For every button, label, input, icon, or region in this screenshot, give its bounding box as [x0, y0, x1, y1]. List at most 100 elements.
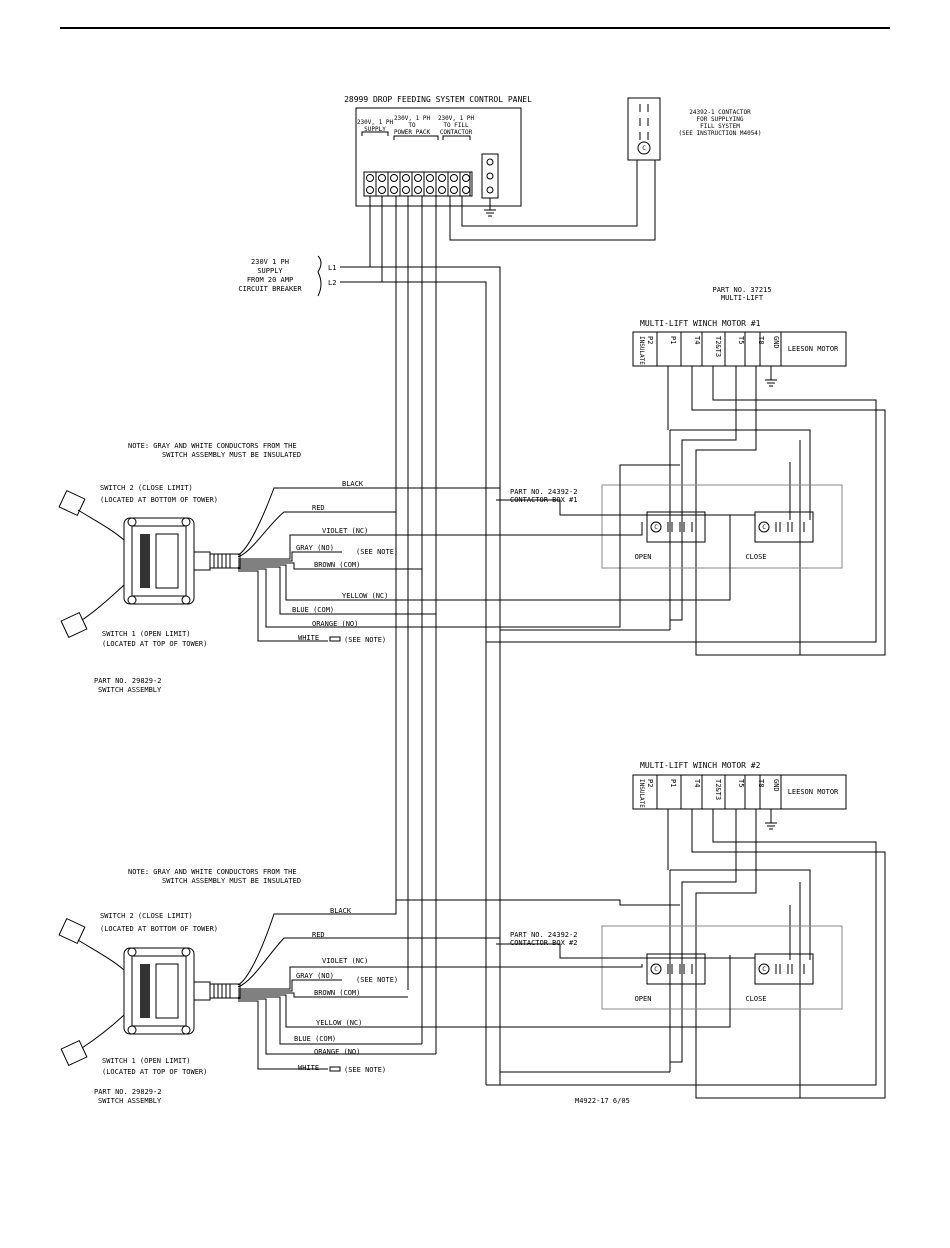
svg-text:SWITCH ASSEMBLY: SWITCH ASSEMBLY [98, 1097, 162, 1105]
terminal-screw-icon [414, 174, 422, 182]
terminal-screw-icon [366, 174, 374, 182]
panel-terminal [459, 171, 473, 197]
svg-text:(LOCATED AT TOP OF TOWER): (LOCATED AT TOP OF TOWER) [102, 1068, 207, 1076]
motor1-title: MULTI-LIFT WINCH MOTOR #1 [640, 319, 761, 328]
motor-terminal-label: P2 [646, 779, 654, 787]
motor-terminal-label: T5 [737, 779, 745, 787]
svg-text:230V, 1 PH: 230V, 1 PH [394, 115, 431, 122]
switch-assembly-1-wires [237, 464, 755, 642]
control-panel: 28999 DROP FEEDING SYSTEM CONTROL PANEL … [344, 95, 532, 217]
terminal-screw-icon [426, 186, 434, 194]
terminal-screw-icon [366, 186, 374, 194]
terminal-screw-icon [450, 174, 458, 182]
open-label-1: OPEN [635, 553, 652, 561]
terminal-screw-icon [426, 174, 434, 182]
switch-2b-icon [58, 917, 86, 945]
open-contactor-coil-icon [650, 521, 662, 533]
motor-terminal-label: T4 [693, 336, 701, 344]
motor1-wiring [486, 366, 886, 656]
svg-text:SWITCH 1 (OPEN LIMIT): SWITCH 1 (OPEN LIMIT) [102, 630, 191, 638]
panel-terminal [411, 171, 425, 197]
ground-symbol [484, 198, 496, 217]
wire-fill-contactor-1 [449, 160, 656, 241]
wire-l1 [340, 266, 501, 1085]
switch-assembly-2-wires [237, 899, 755, 1070]
l2-label: L2 [328, 279, 336, 287]
panel-terminal [375, 171, 389, 197]
motor2-wiring [486, 809, 886, 1099]
motor2-title: MULTI-LIFT WINCH MOTOR #2 [640, 761, 761, 770]
panel-ground-block [481, 153, 499, 199]
note-2-line-1: NOTE: GRAY AND WHITE CONDUCTORS FROM THE [128, 868, 297, 876]
svg-text:VIOLET (NC): VIOLET (NC) [322, 957, 368, 965]
svg-text:FOR SUPPLYING: FOR SUPPLYING [697, 116, 744, 123]
svg-text:POWER PACK: POWER PACK [394, 129, 431, 136]
svg-text:CONTACTOR BOX #2: CONTACTOR BOX #2 [510, 939, 577, 947]
motor-terminal-label: T2&T3 [714, 779, 722, 800]
svg-text:YELLOW (NC): YELLOW (NC) [342, 592, 388, 600]
svg-text:BLACK: BLACK [342, 480, 364, 488]
terminal-screw-icon [390, 186, 398, 194]
svg-text:FROM 20 AMP: FROM 20 AMP [247, 276, 293, 284]
motor-terminal-label: GND [772, 336, 780, 349]
svg-text:C: C [654, 524, 658, 531]
svg-text:ORANGE (NO): ORANGE (NO) [314, 1048, 360, 1056]
multi-lift-name: MULTI-LIFT [721, 294, 764, 302]
motor-terminal-label: GND [772, 779, 780, 792]
wire-fill-contactor-2 [461, 160, 638, 227]
svg-text:(SEE NOTE): (SEE NOTE) [356, 548, 398, 556]
motor-terminal-label: T8 [757, 779, 765, 787]
svg-text:230V 1 PH: 230V 1 PH [251, 258, 289, 266]
motor1-ground-icon [765, 366, 777, 387]
motor-terminal-label: P1 [669, 779, 677, 787]
switch-2-icon [58, 489, 86, 517]
l1-label: L1 [328, 264, 336, 272]
svg-text:(SEE NOTE): (SEE NOTE) [344, 636, 386, 644]
switch-assembly-1 [58, 489, 241, 639]
switch-1-icon [60, 611, 88, 639]
svg-text:ORANGE (NO): ORANGE (NO) [312, 620, 358, 628]
terminal-screw-icon [402, 186, 410, 194]
contactor-box-2: PART NO. 24392-2 CONTACTOR BOX #2 C C OP… [510, 925, 843, 1010]
svg-text:PART NO. 29829-2: PART NO. 29829-2 [94, 677, 161, 685]
terminal-screw-icon [462, 174, 470, 182]
svg-text:YELLOW (NC): YELLOW (NC) [316, 1019, 362, 1027]
motor2-brand: LEESON MOTOR [788, 788, 839, 796]
motor-terminal-label: P2 [646, 336, 654, 344]
motor2-ground-icon [765, 809, 777, 830]
svg-text:(LOCATED AT TOP OF TOWER): (LOCATED AT TOP OF TOWER) [102, 640, 207, 648]
terminal-screw-icon [438, 186, 446, 194]
svg-text:(SEE INSTRUCTION M4054): (SEE INSTRUCTION M4054) [678, 130, 761, 137]
terminal-screw-icon [450, 186, 458, 194]
svg-text:GRAY (NO): GRAY (NO) [296, 972, 334, 980]
wire-l2 [340, 281, 487, 1085]
switch-assembly-2 [58, 917, 241, 1067]
panel-terminal [435, 171, 449, 197]
note-1-line-1: NOTE: GRAY AND WHITE CONDUCTORS FROM THE [128, 442, 297, 450]
multi-lift-part: PART NO. 37215 [712, 286, 771, 294]
fill-contactor: C 24392-1 CONTACTOR FOR SUPPLYING FILL S… [627, 97, 762, 161]
motor-terminal-label: T5 [737, 336, 745, 344]
svg-text:TO: TO [408, 122, 416, 129]
svg-text:(SEE NOTE): (SEE NOTE) [356, 976, 398, 984]
svg-text:BLACK: BLACK [330, 907, 352, 915]
svg-text:PART NO. 24392-2: PART NO. 24392-2 [510, 488, 577, 496]
svg-text:SWITCH 2 (CLOSE LIMIT): SWITCH 2 (CLOSE LIMIT) [100, 912, 193, 920]
svg-text:SWITCH 2 (CLOSE LIMIT): SWITCH 2 (CLOSE LIMIT) [100, 484, 193, 492]
open-contactor-2-coil-icon [650, 963, 662, 975]
motor1-brand: LEESON MOTOR [788, 345, 839, 353]
panel-terminal [387, 171, 401, 197]
contactor-box-1: PART NO. 24392-2 CONTACTOR BOX #1 C C OP… [510, 484, 843, 569]
svg-text:230V, 1 PH: 230V, 1 PH [438, 115, 475, 122]
terminal-screw-icon [378, 174, 386, 182]
terminal-screw-icon [378, 186, 386, 194]
close-contactor-coil-icon [758, 521, 770, 533]
close-label-1: CLOSE [745, 553, 766, 561]
svg-text:WHITE: WHITE [298, 1064, 319, 1072]
terminal-screw-icon [438, 174, 446, 182]
svg-text:SWITCH ASSEMBLY: SWITCH ASSEMBLY [98, 686, 162, 694]
insulate-label: INSULATE [638, 336, 645, 365]
svg-text:SWITCH 1 (OPEN LIMIT): SWITCH 1 (OPEN LIMIT) [102, 1057, 191, 1065]
svg-text:TO FILL: TO FILL [443, 122, 469, 129]
